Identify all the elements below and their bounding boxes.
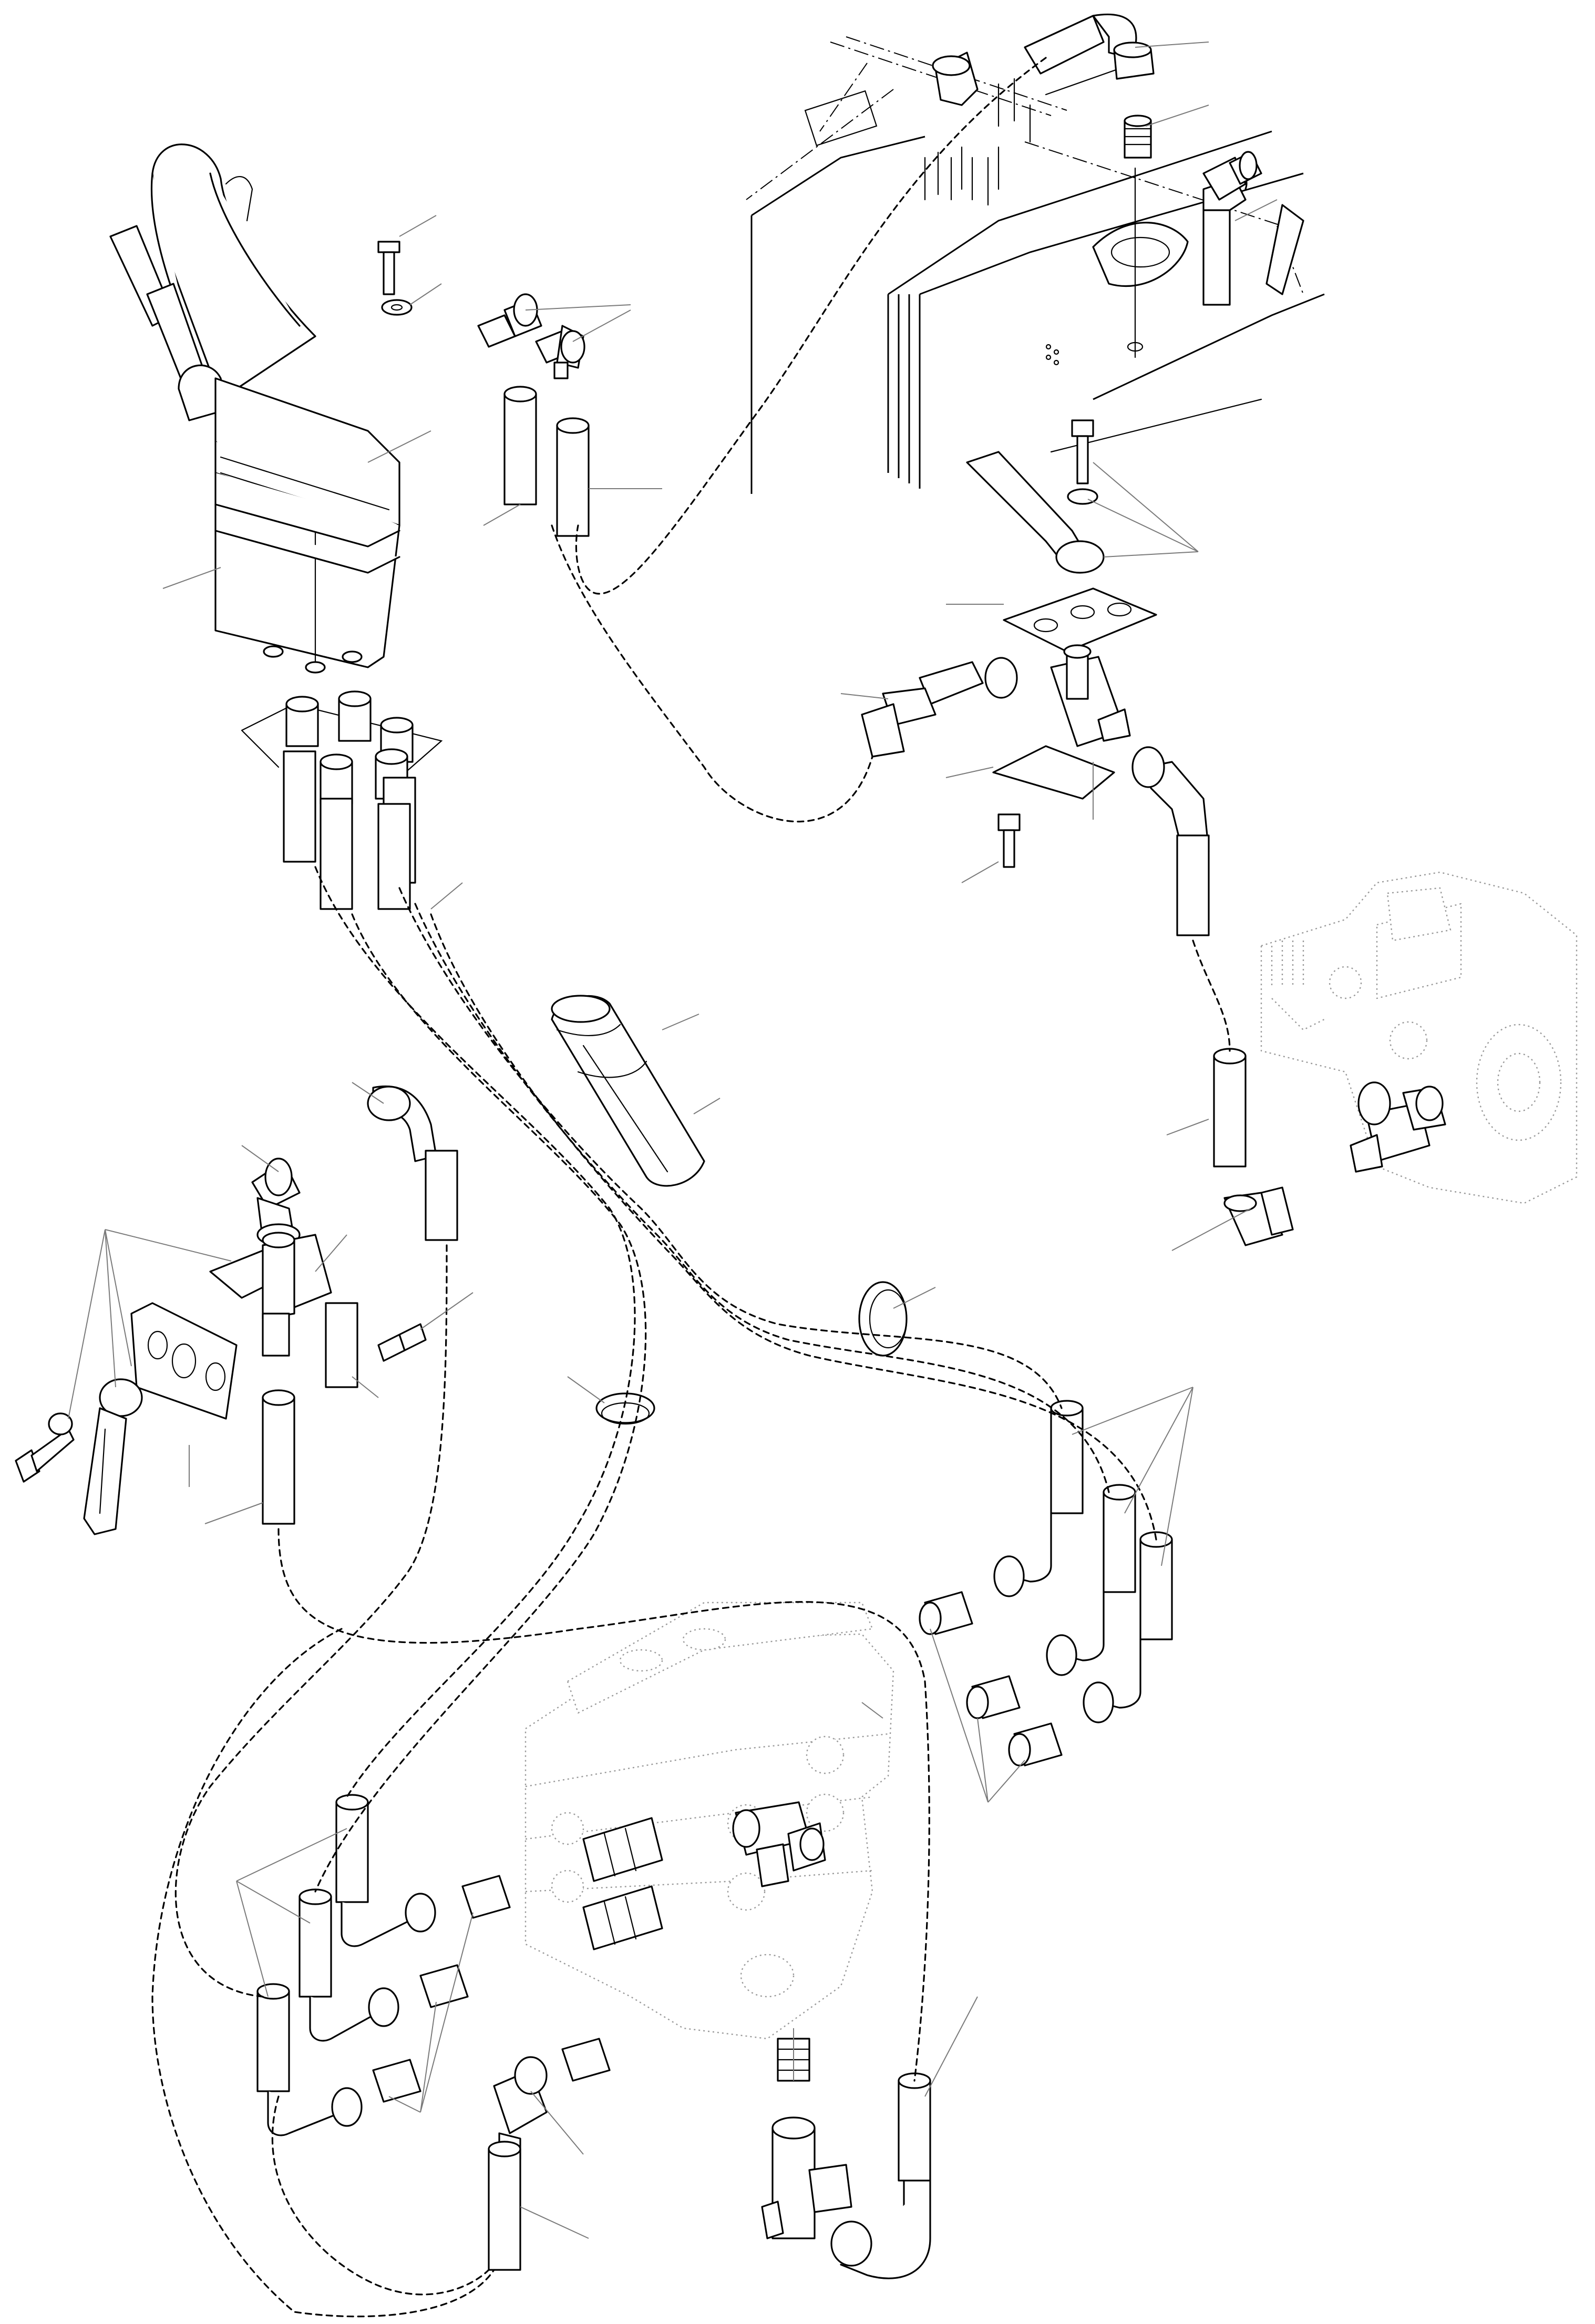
left-adapters [372, 1875, 611, 2103]
protective-sleeve [551, 995, 705, 1187]
tank-return-elbow [1024, 13, 1155, 159]
mounting-studs [924, 78, 1031, 206]
joystick-control [109, 143, 400, 674]
lever-left [83, 1378, 143, 1535]
right-hose-group [993, 1400, 1173, 1723]
valve-plate-left [130, 1302, 238, 1420]
tap-valve-left [209, 1232, 358, 1388]
hose-fitting-right [861, 657, 1247, 1168]
hose-end-left [262, 1389, 295, 1525]
bottom-hose-end [830, 2072, 931, 2279]
leader-lines [68, 42, 1278, 2239]
hydraulic-tank [746, 36, 1325, 494]
elbow-lower-left [493, 2056, 548, 2161]
valve-plate-right [1003, 587, 1157, 653]
joystick-hose-ends [283, 750, 416, 910]
hydraulic-pump [1260, 871, 1578, 1204]
elbow-fittings-top [477, 293, 585, 379]
port-fitting-2 [338, 690, 372, 742]
bolt-right-bottom [997, 813, 1021, 868]
bolt-right-top [1067, 419, 1098, 505]
spool-fittings [582, 1817, 663, 1950]
pump-elbow-fitting [1223, 1186, 1294, 1246]
grid-dots [1045, 344, 1059, 366]
elbow-left [367, 1085, 458, 1241]
control-valve-block [524, 1602, 894, 2040]
port-fitting-1 [285, 696, 319, 747]
suction-elbow-fitting [1202, 151, 1262, 201]
tap-valve-right [992, 644, 1131, 800]
port-fitting-4 [320, 753, 353, 805]
bolt-left-2 [377, 1323, 427, 1362]
hose-routes [151, 57, 1231, 2318]
hose-end-lower [488, 2141, 521, 2271]
hose-clamp-right [858, 1281, 908, 1357]
breather-cap [932, 51, 979, 106]
hose-ends-top [503, 386, 590, 537]
joystick-port-fittings [241, 690, 443, 910]
bolt-left [15, 1412, 75, 1483]
joystick-mount-bolt [377, 241, 413, 316]
hose-clamp-center [595, 1392, 655, 1425]
valve-tee-fitting [732, 1801, 826, 1887]
pump-tee-fitting [1350, 1081, 1446, 1173]
bottom-tee-fitting [761, 2038, 852, 2239]
lever-right [966, 451, 1105, 574]
right-adapters [919, 1591, 1063, 1767]
